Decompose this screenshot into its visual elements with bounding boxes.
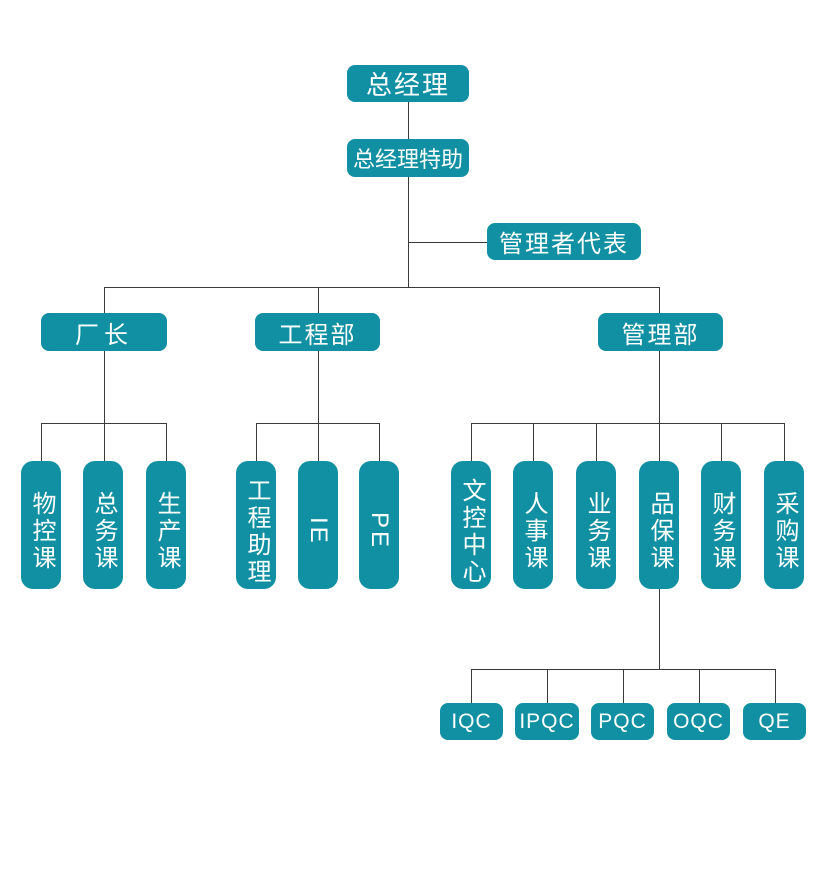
node-production: 生产课 <box>146 461 186 589</box>
node-document-control-center: 文控中心 <box>451 461 491 589</box>
connector-assistant-trunk <box>408 177 409 288</box>
connector-spine-level2 <box>104 287 660 288</box>
node-label: 总务课 <box>90 491 117 572</box>
node-label: 采购课 <box>771 491 798 572</box>
node-engineering-assistant: 工程助理 <box>236 461 276 589</box>
node-general-affairs: 总务课 <box>83 461 123 589</box>
connector-drop-production <box>166 423 167 461</box>
connector-engineering-children-trunk <box>318 351 319 461</box>
node-ipqc: IPQC <box>515 703 579 740</box>
connector-management-children-trunk <box>659 351 660 461</box>
connector-drop-engineering-dept <box>318 287 319 313</box>
connector-drop-iqc <box>471 669 472 703</box>
node-material-control: 物控课 <box>21 461 61 589</box>
connector-branch-management-representative <box>408 242 487 243</box>
connector-drop-purchasing <box>784 423 785 461</box>
connector-qa-children-trunk <box>659 589 660 669</box>
connector-management-children-bar <box>471 423 784 424</box>
connector-drop-management-dept <box>659 287 660 313</box>
node-engineering-dept: 工程部 <box>255 313 380 351</box>
connector-drop-factory-director <box>104 287 105 313</box>
node-label: 文控中心 <box>458 477 485 586</box>
node-pqc: PQC <box>591 703 654 740</box>
node-label: 业务课 <box>583 491 610 572</box>
node-gm-special-assistant: 总经理特助 <box>347 139 469 177</box>
node-label: PE <box>366 512 393 551</box>
connector-drop-personnel <box>533 423 534 461</box>
connector-factory-children-bar <box>41 423 166 424</box>
connector-gm-to-assistant <box>408 102 409 139</box>
connector-drop-ipqc <box>547 669 548 703</box>
node-general-manager: 总经理 <box>347 65 469 102</box>
node-label: 生产课 <box>153 491 180 572</box>
node-qe: QE <box>743 703 806 740</box>
connector-drop-finance <box>721 423 722 461</box>
connector-drop-engineering-assistant <box>256 423 257 461</box>
node-oqc: OQC <box>667 703 730 740</box>
node-iqc: IQC <box>440 703 503 740</box>
connector-engineering-children-bar <box>256 423 379 424</box>
connector-drop-pe <box>379 423 380 461</box>
node-management-representative: 管理者代表 <box>487 223 641 260</box>
node-ie: IE <box>298 461 338 589</box>
connector-drop-oqc <box>699 669 700 703</box>
node-label: 物控课 <box>28 491 55 572</box>
node-factory-director: 厂长 <box>41 313 167 351</box>
node-finance: 财务课 <box>701 461 741 589</box>
connector-factory-children-trunk <box>104 351 105 461</box>
node-quality-assurance: 品保课 <box>639 461 679 589</box>
connector-drop-business <box>596 423 597 461</box>
node-label: 财务课 <box>708 491 735 572</box>
connector-drop-qe <box>775 669 776 703</box>
connector-drop-document-control <box>471 423 472 461</box>
node-label: 工程助理 <box>243 477 270 586</box>
node-purchasing: 采购课 <box>764 461 804 589</box>
connector-drop-material-control <box>41 423 42 461</box>
connector-drop-pqc <box>623 669 624 703</box>
node-management-dept: 管理部 <box>598 313 723 351</box>
node-personnel: 人事课 <box>513 461 553 589</box>
node-label: IE <box>305 517 332 546</box>
node-label: 人事课 <box>520 491 547 572</box>
node-pe: PE <box>359 461 399 589</box>
node-label: 品保课 <box>646 491 673 572</box>
node-business: 业务课 <box>576 461 616 589</box>
